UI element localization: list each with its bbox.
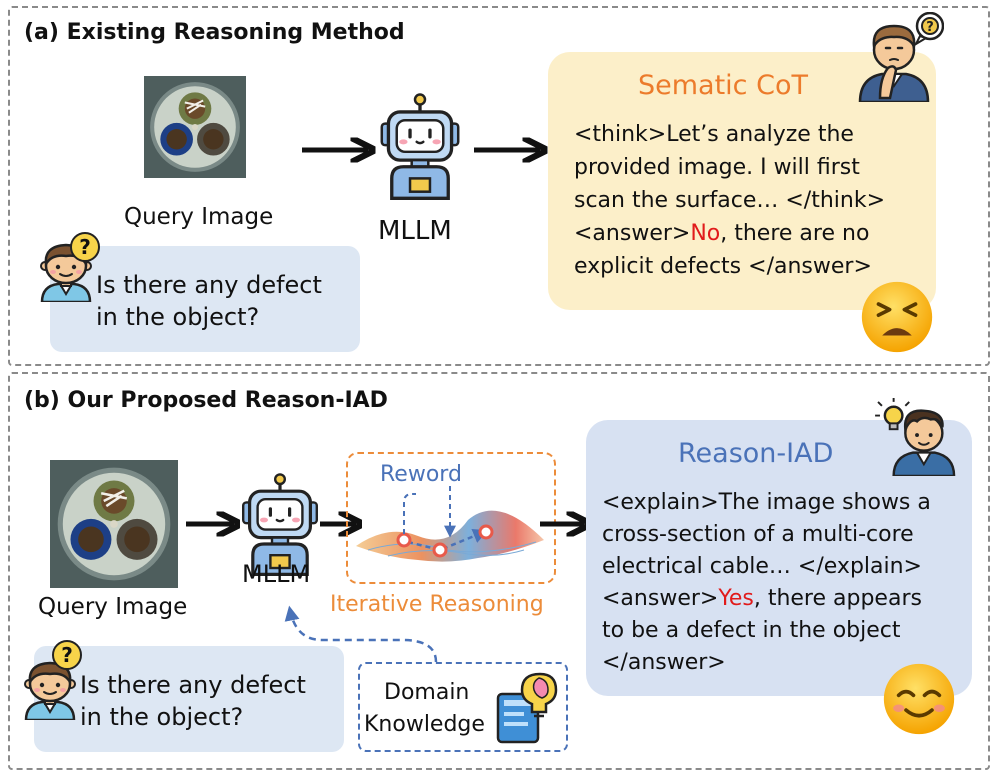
domain-knowledge-line2: Knowledge [364,712,485,737]
iterative-reasoning-label: Iterative Reasoning [330,592,544,617]
iad-line2: cross-section of a multi-core [602,522,914,547]
robot-icon [378,92,462,200]
iterative-reasoning-box [346,452,556,584]
arrow-image-to-mllm-a [302,130,376,170]
question-line2-a: in the object? [96,303,260,331]
domain-knowledge-box [358,662,568,752]
cot-answer-no: No [690,221,721,246]
panel-b-title: (b) Our Proposed Reason-IAD [24,388,388,413]
question-line1-b: Is there any defect [80,671,306,699]
arrow-mllm-to-reasoning [320,506,362,542]
query-image-a [144,76,246,178]
iad-answer-tag: <answer> [602,586,719,611]
reasoning-surface-icon [356,486,544,562]
arrow-reasoning-to-response [540,506,590,542]
cot-answer-rest: , there are no [720,221,870,246]
question-line1-a: Is there any defect [96,271,322,299]
cot-line5: explicit defects </answer> [574,254,872,279]
arrow-mllm-to-response-a [474,130,548,170]
iad-line4: <answer>Yes, there appears [602,582,922,615]
question-bubble-b [34,646,344,752]
panel-existing-method [8,6,990,366]
thinking-person-icon [854,12,944,102]
arrow-image-to-mllm-b [186,506,240,542]
knowledge-book-icon [496,672,558,744]
mllm-label-b: MLLM [242,560,311,588]
query-image-b [50,460,178,588]
cot-title: Sematic CoT [638,70,808,101]
question-mark-icon-b: ? [52,640,82,670]
iad-line5: to be a defect in the object [602,618,901,643]
question-line2-b: in the object? [80,703,244,731]
iad-answer-yes: Yes [718,586,754,611]
dashed-arrow-knowledge-to-mllm [284,605,438,663]
reward-label: Reword [380,462,462,487]
frown-emoji-icon [860,280,934,354]
cot-answer-tag: <answer> [574,221,691,246]
query-image-label-a: Query Image [124,204,274,230]
query-image-label-b: Query Image [38,594,188,620]
cot-line4: <answer>No, there are no [574,217,869,250]
panel-a-title: (a) Existing Reasoning Method [24,20,405,45]
iad-line6: </answer> [602,650,726,675]
domain-knowledge-line1: Domain [384,680,470,705]
question-bubble-a [50,246,360,352]
iad-line3: electrical cable… </explain> [602,554,922,579]
iad-answer-rest: , there appears [753,586,922,611]
cot-line2: provided image. I will first [574,155,860,180]
idea-person-icon [874,398,962,476]
smile-emoji-icon [882,662,956,736]
cot-line1: <think>Let’s analyze the [574,122,854,147]
cot-line3: scan the surface… </think> [574,188,886,213]
question-mark-icon: ? [70,232,100,262]
mllm-label-a: MLLM [378,216,452,246]
panel-proposed-method [8,372,990,770]
reason-iad-title: Reason-IAD [678,438,834,469]
iad-line1: <explain>The image shows a [602,490,931,515]
